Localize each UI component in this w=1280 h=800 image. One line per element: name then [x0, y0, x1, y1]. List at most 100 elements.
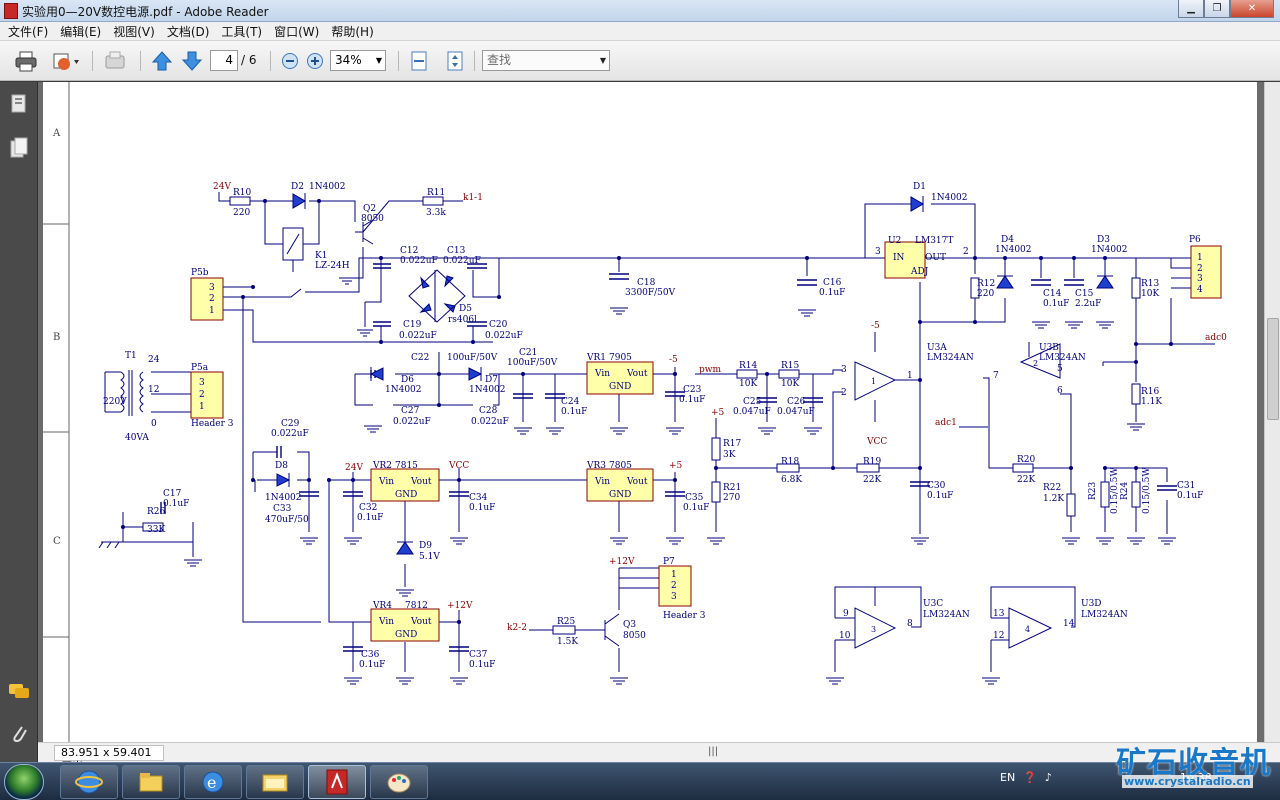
menu-view[interactable]: 视图(V) — [113, 24, 155, 39]
label-c33: C33 — [273, 504, 292, 514]
maximize-button[interactable]: ❐ — [1204, 0, 1230, 18]
volume-icon[interactable]: ♪ — [1044, 771, 1052, 784]
menu-tools[interactable]: 工具(T) — [221, 24, 263, 39]
label-r26: R26 — [147, 507, 166, 517]
menu-edit[interactable]: 编辑(E) — [60, 24, 102, 39]
vertical-scrollbar[interactable] — [1264, 82, 1280, 742]
next-page-button[interactable] — [180, 49, 204, 73]
pages-panel-button[interactable] — [8, 92, 30, 116]
net-adc1: adc1 — [935, 418, 957, 428]
value-r11: 3.3k — [426, 208, 446, 218]
attachments-panel-button[interactable] — [8, 136, 30, 160]
row-label-a: A — [52, 128, 61, 139]
transformer-t1 — [104, 370, 144, 416]
value-r12: 220 — [977, 289, 994, 299]
label-r15: R15 — [781, 361, 800, 371]
scan-button[interactable] — [102, 49, 130, 73]
u2-in: IN — [893, 253, 905, 263]
pin-13: 13 — [993, 609, 1005, 619]
zoom-in-button[interactable] — [305, 49, 325, 73]
vr1-gnd: GND — [609, 382, 631, 392]
pin-p5b-1: 1 — [209, 306, 215, 316]
zoom-select[interactable]: 34%▼ — [330, 50, 386, 71]
document-view[interactable]: A B C — [38, 82, 1264, 742]
label-c12: C12 — [400, 246, 418, 256]
taskbar-paint[interactable] — [370, 765, 428, 799]
horizontal-scroll-grip[interactable]: ||| — [708, 746, 719, 757]
share-icon — [53, 53, 79, 70]
fit-width-icon — [411, 51, 427, 71]
label-vr3: VR3 — [586, 461, 606, 471]
label-r11: R11 — [427, 188, 445, 198]
search-input[interactable]: 查找▼ — [482, 50, 610, 71]
label-c29: C29 — [281, 419, 300, 429]
language-indicator[interactable]: EN — [1000, 771, 1016, 784]
label-c14: C14 — [1043, 289, 1062, 299]
pdf-page: A B C — [43, 82, 1257, 742]
page-number-input[interactable]: 4 — [210, 50, 238, 71]
start-button[interactable] — [4, 764, 44, 800]
value-d3: 1N4002 — [1091, 245, 1128, 255]
status-bar: 83.951 x 59.401 厘米 ||| — [38, 742, 1280, 773]
pin-p7-1: 1 — [671, 570, 677, 580]
t1-220: 220V — [103, 397, 127, 407]
menu-bar: 文件(F) 编辑(E) 视图(V) 文档(D) 工具(T) 窗口(W) 帮助(H… — [0, 22, 1280, 41]
fit-width-button[interactable] — [406, 49, 432, 73]
zoom-out-button[interactable] — [280, 49, 300, 73]
value-c17: 0.1uF — [163, 499, 189, 509]
taskbar-ie-browser[interactable]: e — [184, 765, 242, 799]
taskbar-folder[interactable] — [246, 765, 304, 799]
print-button[interactable] — [12, 49, 40, 73]
vr3-vin: Vin — [594, 477, 610, 487]
label-d2: D2 — [291, 182, 304, 192]
value-c21: 100uF/50V — [507, 358, 558, 368]
paperclip-panel-button[interactable] — [8, 722, 30, 746]
minimize-button[interactable]: ▁ — [1178, 0, 1204, 18]
close-button[interactable]: ✕ — [1230, 0, 1274, 18]
label-c24: C24 — [561, 397, 580, 407]
site-watermark: 矿石收音机 www.crystalradio.cn — [1112, 738, 1280, 800]
value-c18: 3300F/50V — [625, 288, 676, 298]
value-d1: 1N4002 — [931, 193, 968, 203]
t1-24: 24 — [148, 355, 160, 365]
previous-page-button[interactable] — [150, 49, 174, 73]
pin-8: 8 — [907, 619, 913, 629]
page-dimensions: 83.951 x 59.401 厘米 — [54, 745, 164, 773]
value-c28: 0.022uF — [471, 417, 509, 427]
component-boxes — [190, 241, 1222, 642]
u2-adj: ADJ — [910, 267, 929, 277]
pin-3: 3 — [841, 365, 847, 375]
pin-1: 1 — [907, 371, 913, 381]
menu-file[interactable]: 文件(F) — [8, 24, 49, 39]
fit-page-button[interactable] — [442, 49, 468, 73]
net-vcc2: VCC — [448, 461, 469, 471]
help-icon[interactable]: ❓ — [1023, 771, 1037, 784]
label-u3c: U3C — [923, 599, 943, 609]
paint-icon — [387, 773, 411, 793]
label-c13: C13 — [447, 246, 466, 256]
label-r10: R10 — [233, 188, 252, 198]
taskbar-ie-pinned[interactable] — [60, 765, 118, 799]
share-button[interactable] — [48, 49, 82, 73]
taskbar: e EN ❓ ♪ 10:38 — [0, 762, 1280, 800]
label-r17: R17 — [723, 439, 742, 449]
opamps — [854, 343, 1061, 649]
menu-window[interactable]: 窗口(W) — [274, 24, 320, 39]
value-c26: 0.047uF — [777, 407, 815, 417]
comments-panel-button[interactable] — [8, 680, 30, 704]
taskbar-explorer[interactable] — [122, 765, 180, 799]
pin-9: 9 — [843, 609, 849, 619]
opamp3-number: 3 — [871, 625, 876, 634]
value-vr3: 7805 — [609, 461, 632, 471]
menu-document[interactable]: 文档(D) — [166, 24, 210, 39]
zoom-out-icon — [282, 53, 298, 69]
scrollbar-thumb[interactable] — [1267, 318, 1279, 420]
u2-out: OUT — [925, 253, 946, 263]
attachments-icon — [10, 137, 28, 158]
menu-help[interactable]: 帮助(H) — [331, 24, 374, 39]
zoom-value: 34% — [335, 53, 362, 67]
taskbar-acrobat[interactable] — [308, 765, 366, 799]
label-q2: Q2 — [363, 204, 376, 214]
pin-p5a-1: 1 — [199, 402, 205, 412]
value-r14: 10K — [739, 379, 757, 389]
